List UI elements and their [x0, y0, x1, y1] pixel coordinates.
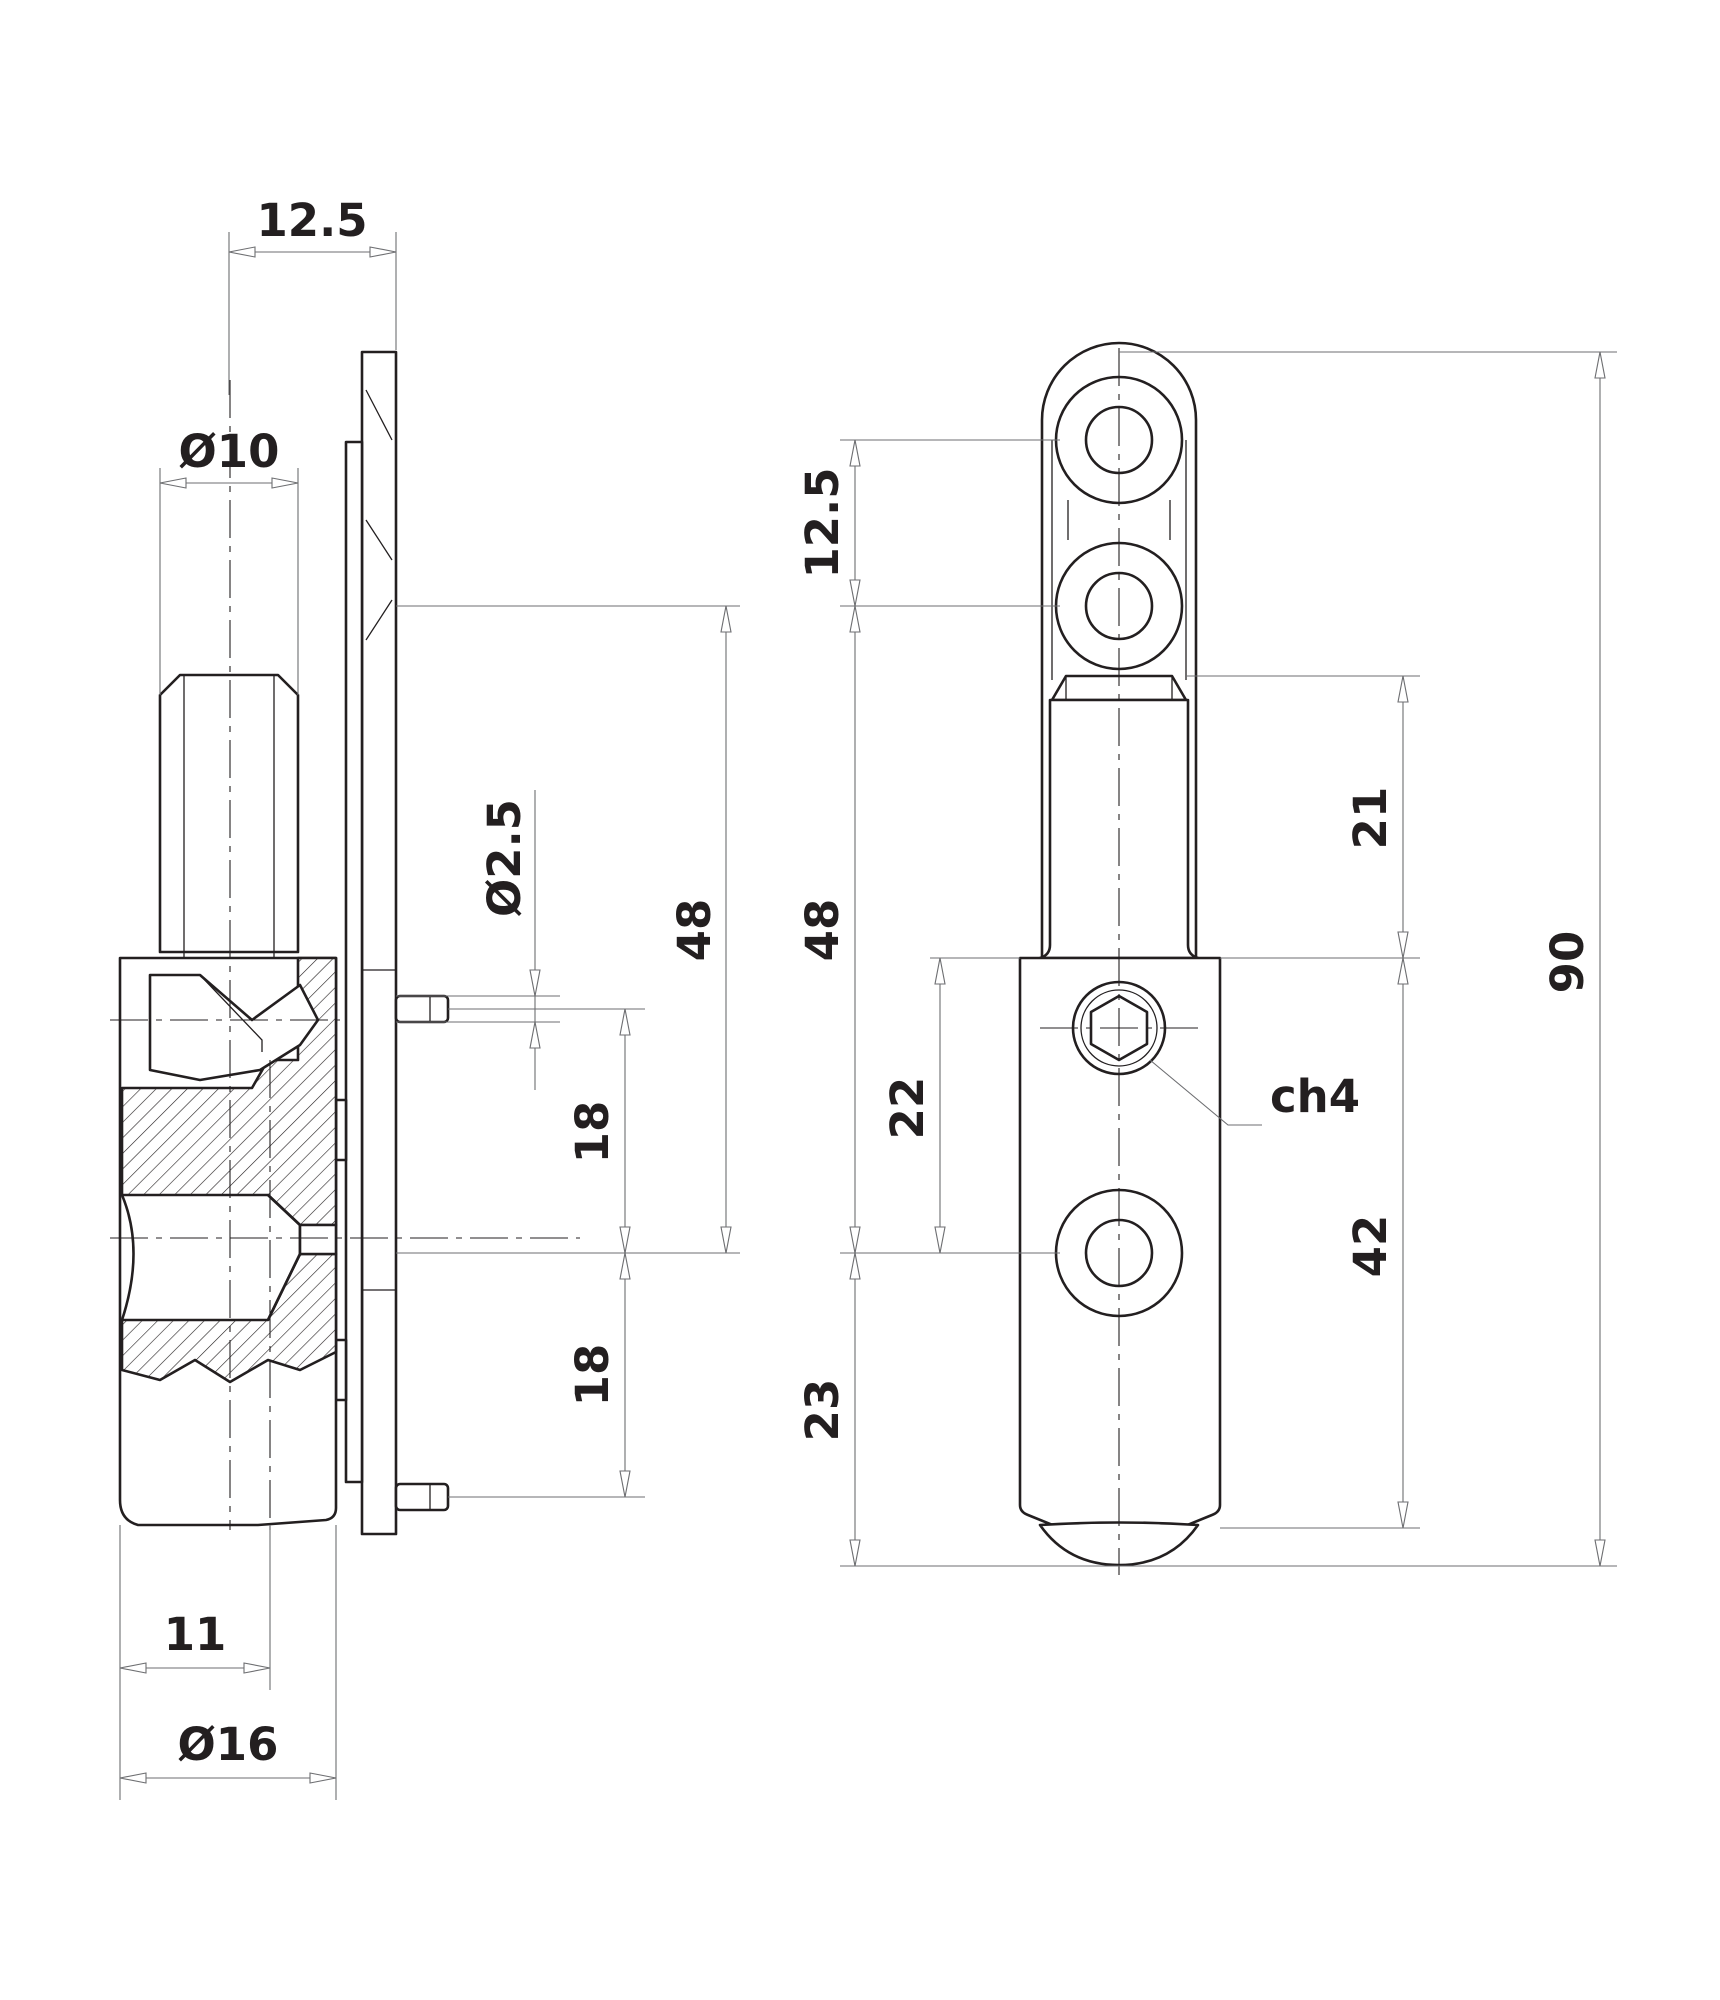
mounting-plate [360, 350, 398, 1536]
screw-pin-lower [394, 1482, 450, 1512]
bottom-cap [1038, 1521, 1200, 1567]
spacer-block-lower [334, 1338, 348, 1402]
side-view: 12.5 Ø10 Ø2.5 48 18 18 [110, 194, 740, 1800]
dim-label-body-diameter: Ø16 [178, 1718, 279, 1771]
dim-label-overall: 90 [1541, 931, 1594, 994]
dim-label-top-width: 12.5 [256, 194, 367, 247]
dim-label-body: 42 [1344, 1215, 1397, 1278]
dim-label-bottom: 23 [796, 1379, 849, 1442]
front-view: ch4 90 12.5 48 23 22 [796, 341, 1617, 1575]
dim-label-bolt-distance: 22 [881, 1077, 934, 1140]
back-strip [344, 440, 364, 1484]
dim-label-offset: 11 [164, 1608, 227, 1661]
bore-bushing [298, 1223, 338, 1256]
hex-key-label: ch4 [1270, 1070, 1360, 1123]
dim-label-screw-lower: 18 [566, 1344, 619, 1407]
dim-label-upper-spacing: 48 [668, 899, 721, 962]
bore-left-curve [120, 1194, 135, 1321]
spacer-block-upper [334, 1098, 348, 1162]
screw-pin-upper [394, 994, 450, 1024]
dim-label-screw-upper: 18 [566, 1101, 619, 1164]
dim-label-knuckle-pitch: 12.5 [796, 467, 849, 578]
dim-label-shank: 21 [1344, 787, 1397, 850]
bearing-insert [148, 973, 320, 1082]
dim-label-left-spacing: 48 [796, 899, 849, 962]
dim-label-hole-diameter: Ø2.5 [478, 799, 531, 917]
upper-pin [158, 673, 300, 954]
dim-label-pin-diameter: Ø10 [179, 425, 280, 478]
